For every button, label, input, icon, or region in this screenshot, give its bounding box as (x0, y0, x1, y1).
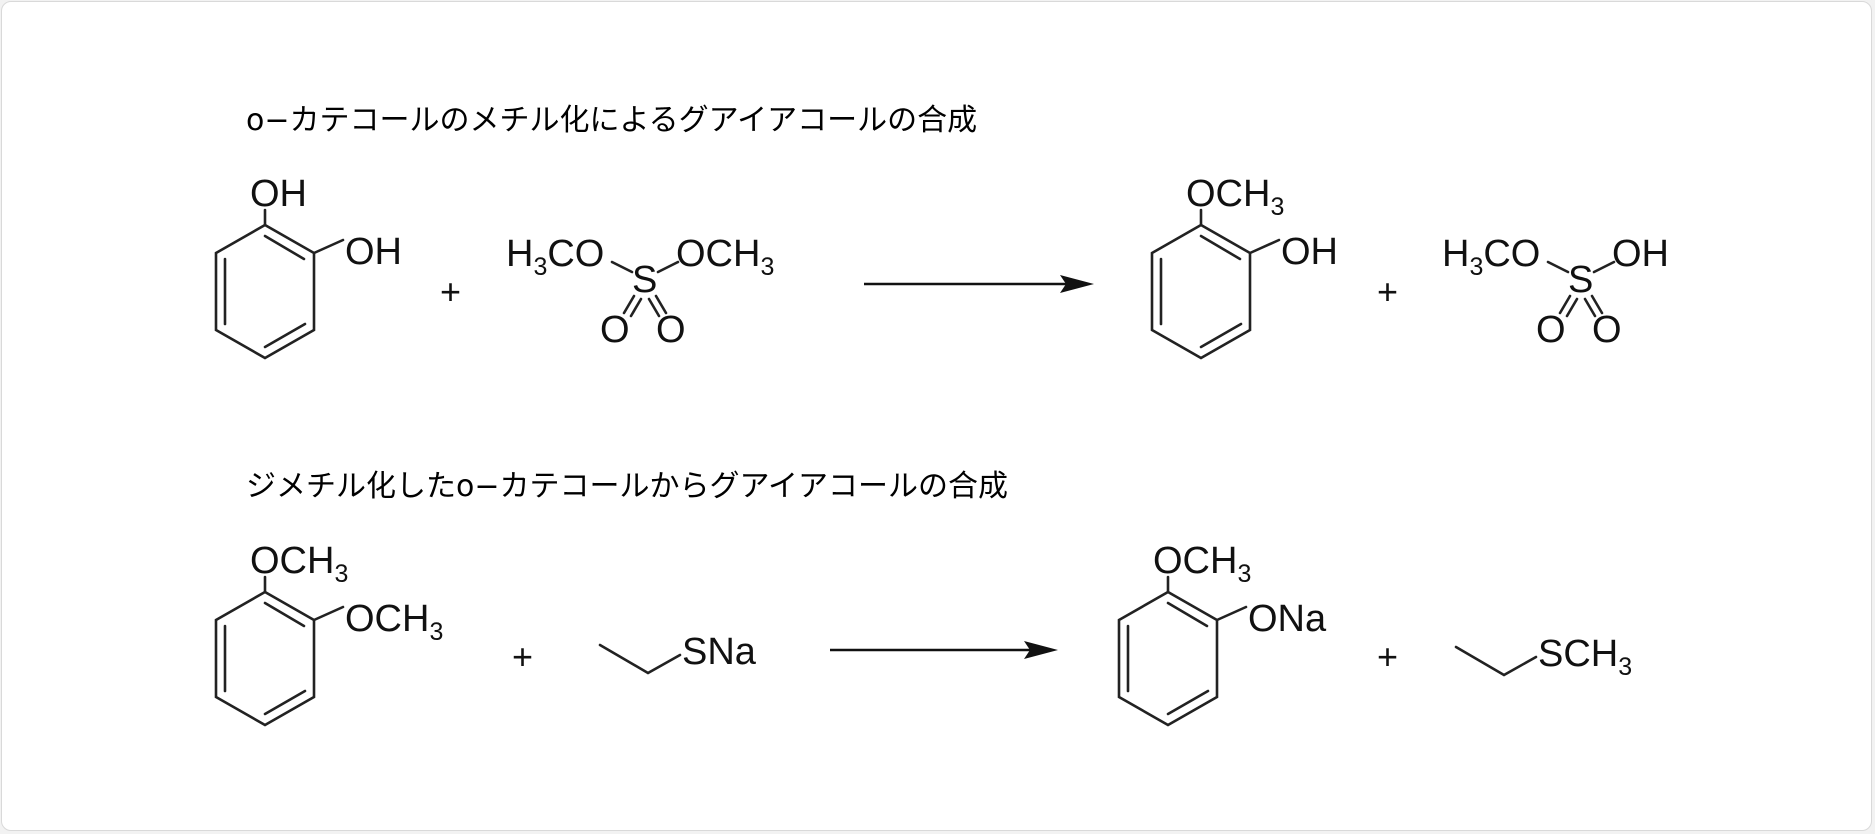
benzene-ring (1150, 223, 1252, 360)
double-bond-s-o (1590, 294, 1604, 315)
methoxy-right-label: OCH3 (676, 233, 774, 281)
sch3-label: SCH3 (1538, 633, 1632, 681)
substituent-oh-right: OH (345, 231, 402, 273)
dimethyl-sulfate-molecule: H3CO S OCH3 O O (506, 233, 774, 351)
substituent-och3-top: OCH3 (250, 540, 348, 588)
ring-double-bond (263, 689, 307, 716)
bond-to-oh (312, 238, 345, 255)
oxo-oxygen: O (656, 309, 686, 351)
bond-to-ona (1215, 605, 1248, 622)
double-bond-s-o (1565, 297, 1579, 318)
substituent-oh-right: OH (1281, 231, 1338, 273)
benzene-ring (1117, 590, 1219, 727)
ring-double-bond (1166, 601, 1209, 628)
bond-s-o (656, 260, 680, 274)
methoxy-left-label: H3CO (506, 233, 604, 281)
sodium-ethanethiolate-molecule: SNa (598, 631, 757, 675)
och-atoms: OCH (1186, 173, 1270, 215)
subscript-3: 3 (1618, 653, 1632, 681)
bond-to-oh (1248, 238, 1281, 255)
oxo-oxygen: O (600, 309, 630, 351)
plus-sign: + (512, 636, 533, 677)
subscript-3: 3 (1270, 193, 1284, 221)
oxo-oxygen: O (1592, 309, 1622, 351)
double-bond-s-o (654, 294, 668, 315)
bond-o-s (1546, 260, 1570, 274)
oxo-oxygen: O (1536, 309, 1566, 351)
co-atoms: CO (1483, 233, 1540, 275)
hydroxyl-label: OH (1612, 233, 1669, 275)
sna-label: SNa (682, 631, 757, 673)
benzene-ring (214, 590, 316, 727)
subscript-3: 3 (334, 560, 348, 588)
h-atom: H (506, 233, 533, 275)
och-atoms: OCH (345, 598, 429, 640)
methyl-hydrogen-sulfate-molecule: H3CO S OH O O (1442, 233, 1669, 351)
substituent-och3-top: OCH3 (1186, 173, 1284, 221)
bond-o-s (610, 260, 634, 274)
och-atoms: OCH (250, 540, 334, 582)
double-bond-s-o (1583, 297, 1597, 318)
sulfur-atom: S (1568, 259, 1593, 301)
veratrole-molecule: OCH3 OCH3 (214, 540, 443, 727)
och-atoms: OCH (676, 233, 760, 275)
subscript-3: 3 (533, 253, 547, 281)
plus-sign: + (1377, 636, 1398, 677)
subscript-3: 3 (1237, 560, 1251, 588)
guaiacol-molecule: OCH3 OH (1150, 173, 1338, 360)
subscript-3: 3 (760, 253, 774, 281)
double-bond-s-o (1558, 294, 1572, 315)
catechol-molecule: OH OH (214, 173, 402, 360)
reaction-2-title: ジメチル化したo−カテコールからグアイアコールの合成 (246, 469, 1008, 504)
ring-double-bond (1199, 322, 1243, 349)
och-atoms: OCH (1153, 540, 1237, 582)
co-atoms: CO (547, 233, 604, 275)
plus-sign: + (1377, 271, 1398, 312)
ring-double-bond (263, 322, 307, 349)
subscript-3: 3 (1469, 253, 1483, 281)
ring-double-bond (1199, 234, 1242, 261)
double-bond-s-o (622, 294, 636, 315)
methoxy-left-label: H3CO (1442, 233, 1540, 281)
ring-double-bond (263, 601, 306, 628)
substituent-och3-top: OCH3 (1153, 540, 1251, 588)
sch-atoms: SCH (1538, 633, 1618, 675)
double-bond-s-o (647, 297, 661, 318)
reaction-arrow (830, 641, 1058, 659)
ring-double-bond (263, 234, 306, 261)
bond-s-o (1592, 260, 1616, 274)
reaction-arrow (864, 275, 1094, 293)
ethyl-chain (1454, 645, 1538, 677)
substituent-oh-top: OH (250, 173, 307, 215)
bond-to-och3 (312, 605, 345, 622)
reaction-1-title: o−カテコールのメチル化によるグアイアコールの合成 (246, 103, 977, 138)
substituent-ona-right: ONa (1248, 598, 1327, 640)
sodium-guaiacolate-molecule: OCH3 ONa (1117, 540, 1327, 727)
ethyl-chain (598, 643, 682, 675)
sulfur-atom: S (632, 259, 657, 301)
plus-sign: + (440, 271, 461, 312)
substituent-och3-right: OCH3 (345, 598, 443, 646)
subscript-3: 3 (429, 618, 443, 646)
double-bond-s-o (629, 297, 643, 318)
ring-double-bond (1166, 689, 1210, 716)
ethyl-methyl-sulfide-molecule: SCH3 (1454, 633, 1632, 681)
benzene-ring (214, 223, 316, 360)
h-atom: H (1442, 233, 1469, 275)
